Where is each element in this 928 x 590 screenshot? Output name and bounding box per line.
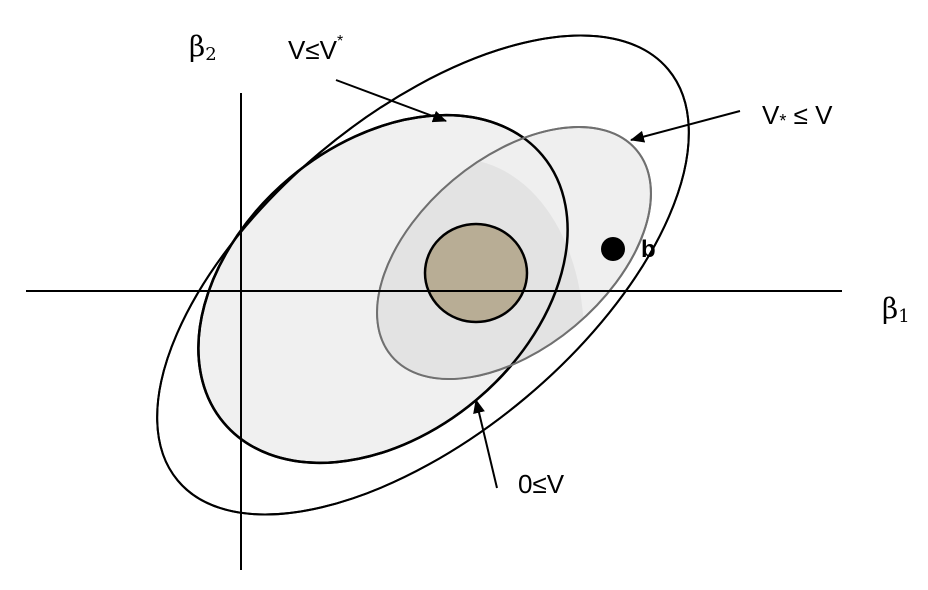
y-axis-label: β2: [189, 30, 217, 65]
nonneg-label: 0≤V: [518, 469, 565, 499]
lower-bound-arrow: [630, 110, 741, 143]
nonneg-arrow: [473, 399, 498, 489]
core-ellipse: [423, 222, 529, 324]
point-b-label: b: [641, 236, 656, 263]
outer-ellipse-outline: [156, 34, 690, 516]
point-b-marker: [601, 237, 625, 261]
lower-bound-label: V* ≤ V: [762, 100, 833, 131]
lower-bound-outline: [376, 126, 652, 380]
upper-bound-arrow: [335, 79, 447, 123]
upper-bound-label: V≤V*: [288, 33, 343, 65]
x-axis-label: β1: [882, 292, 910, 327]
